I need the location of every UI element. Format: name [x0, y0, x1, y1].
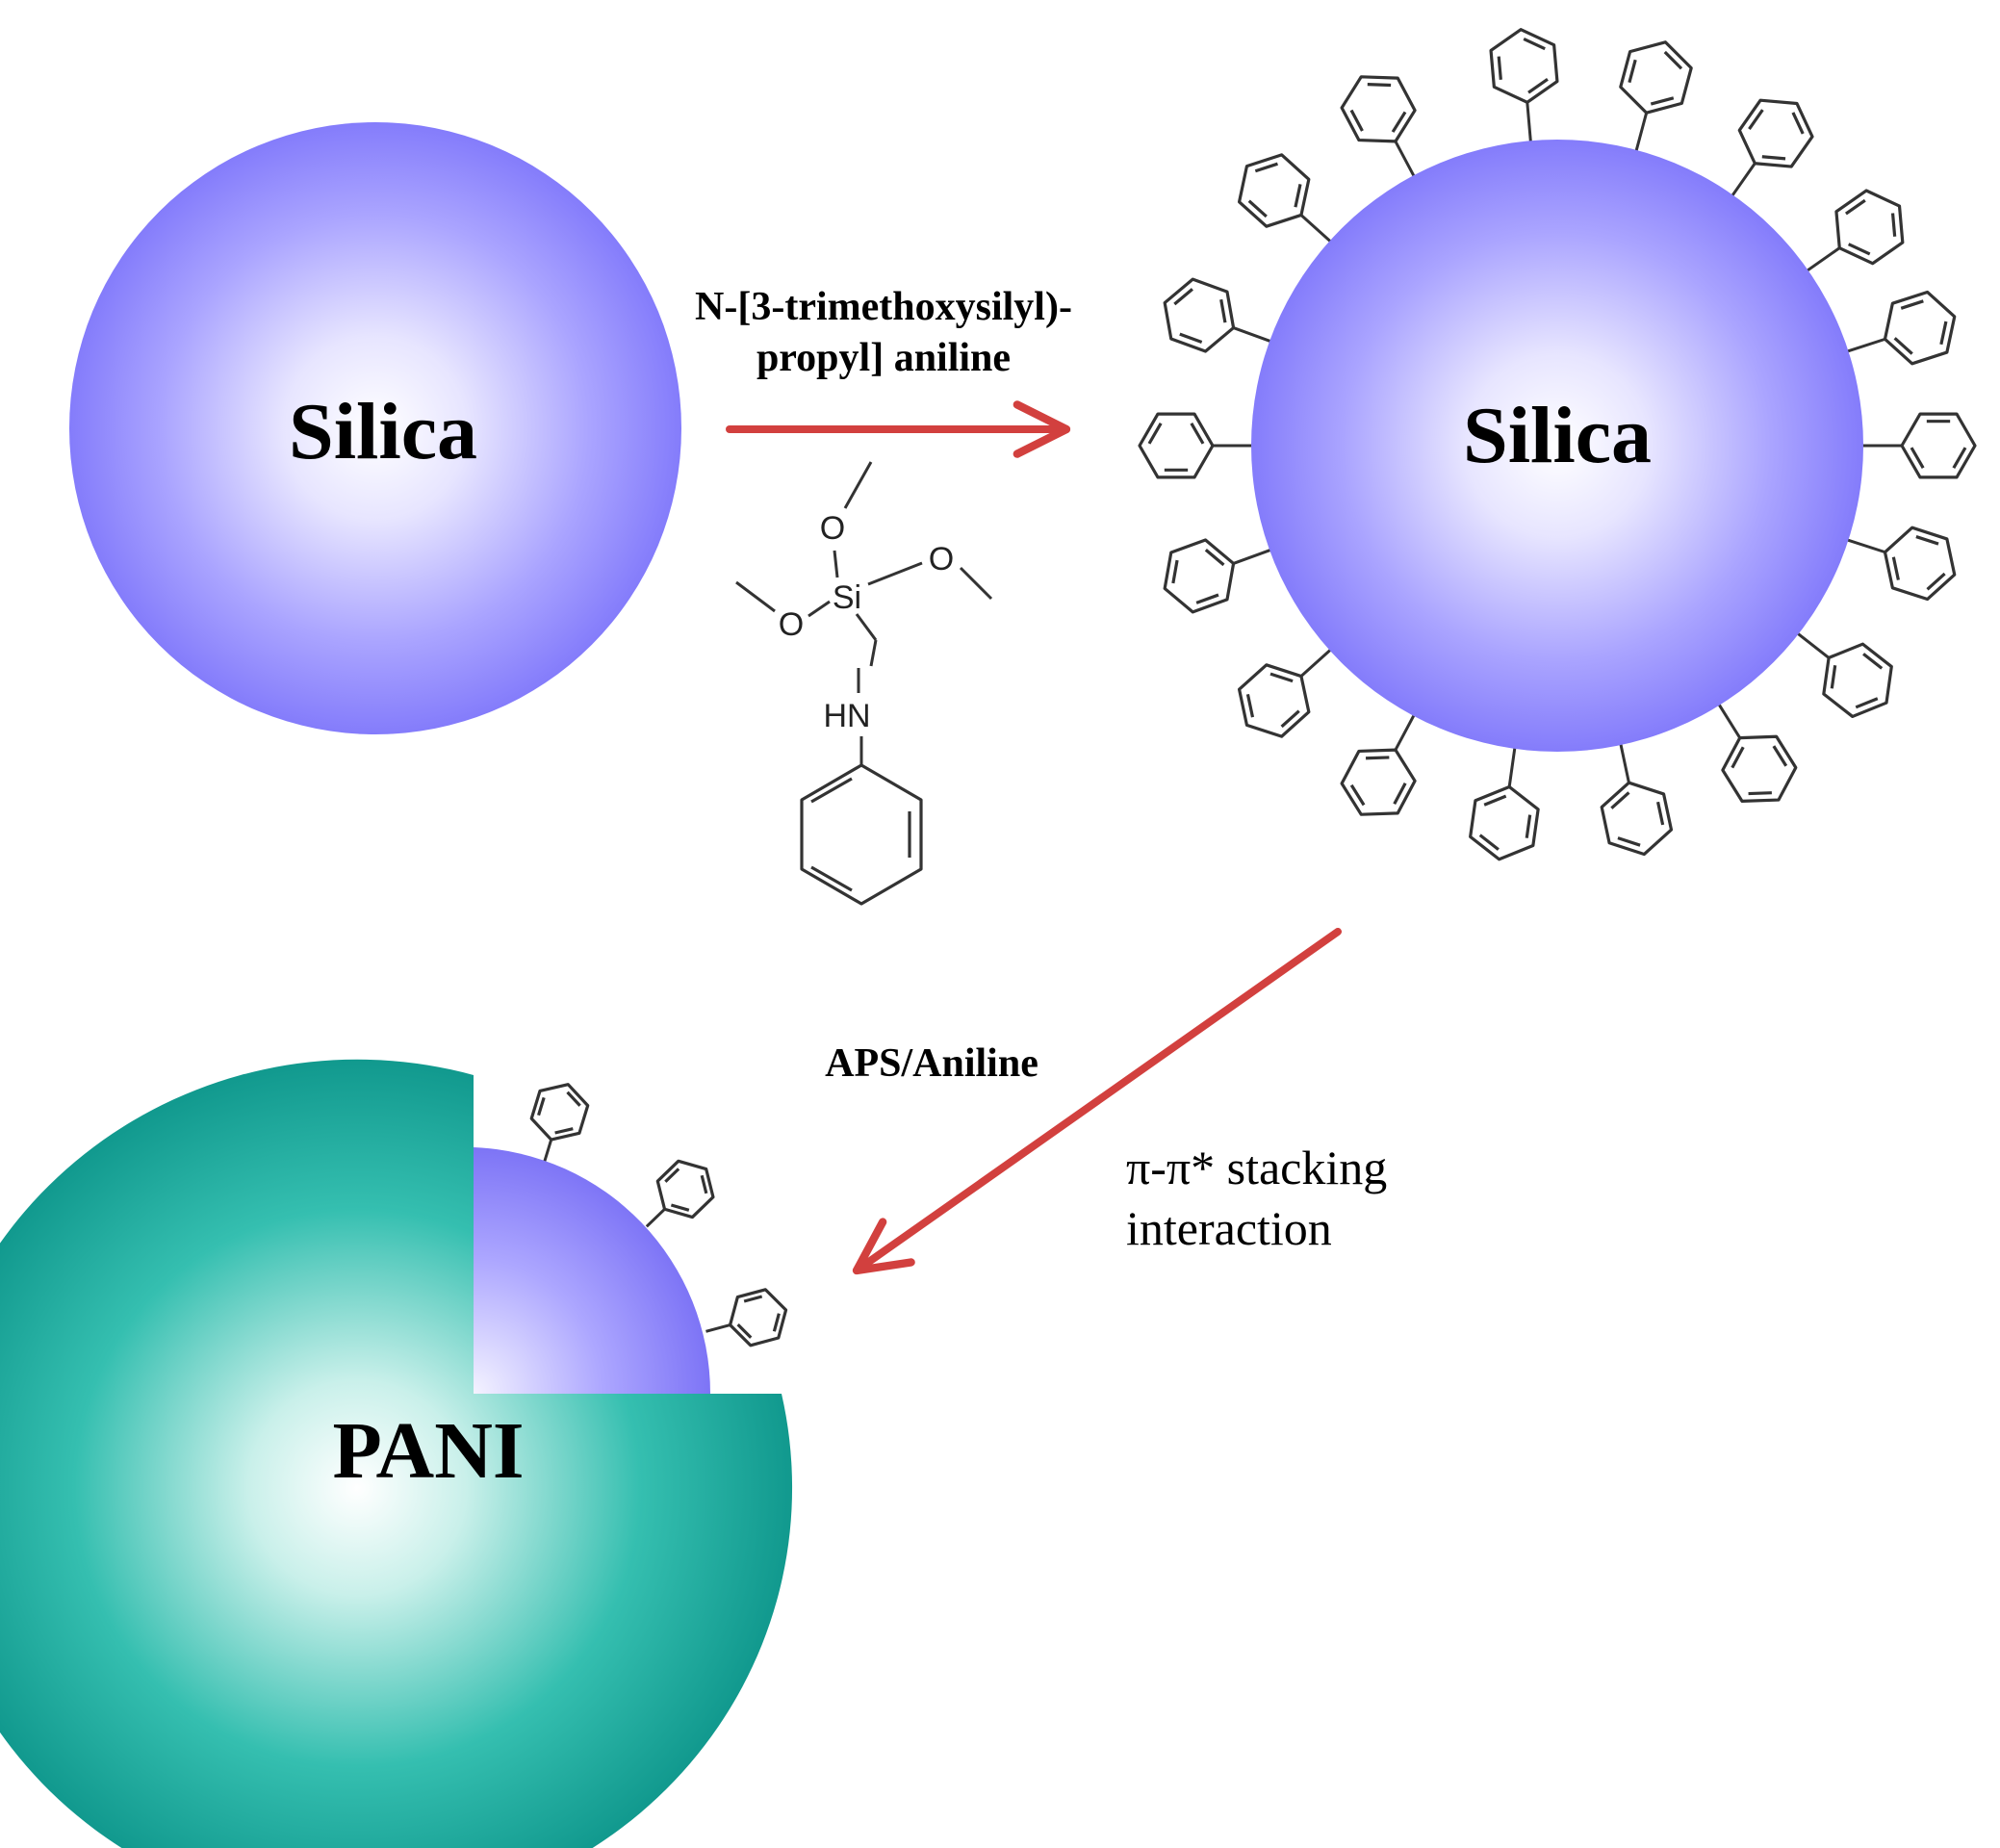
- pani-coated-particle: PANI: [0, 1059, 793, 1848]
- silica-core-exposed: [474, 1147, 711, 1394]
- molecule-o-top: O: [820, 510, 845, 547]
- phenyl-group: [1237, 645, 1336, 738]
- phenyl-group: [645, 1159, 715, 1228]
- phenyl-group: [1489, 28, 1559, 147]
- molecule-o-left: O: [779, 606, 804, 643]
- reaction-arrow-2: [852, 928, 1342, 1275]
- phenyl-group: [1340, 75, 1418, 182]
- phenyl-group: [1163, 277, 1276, 353]
- phenyl-group: [529, 1083, 590, 1165]
- phenyl-group: [1237, 153, 1336, 246]
- phenyl-group: [1163, 538, 1276, 614]
- phenyl-substituents-right: [1138, 28, 1977, 861]
- molecule-benzene-ring: [800, 763, 923, 906]
- phenyl-group: [705, 1288, 788, 1348]
- silica-right-label: Silica: [1463, 391, 1652, 480]
- phenyl-group: [1600, 738, 1674, 857]
- stacking-label-line2: interaction: [1126, 1201, 1332, 1255]
- molecule-hn: HN: [823, 698, 870, 734]
- molecule-si: Si: [833, 579, 861, 616]
- silica-particle-left: Silica: [69, 122, 681, 734]
- phenyl-group: [1842, 290, 1957, 366]
- aps-aniline-label: APS/Aniline: [825, 1041, 1038, 1086]
- molecule-o-right: O: [929, 541, 954, 578]
- pani-label: PANI: [332, 1406, 524, 1496]
- phenyl-group: [1792, 629, 1893, 719]
- silane-molecule: O Si O O HN: [735, 461, 993, 906]
- reagent-name-line1: N-[3-trimethoxysilyl)-: [695, 285, 1072, 329]
- phenyl-group: [1469, 742, 1540, 861]
- reagent-name-line2: propyl] aniline: [756, 336, 1011, 380]
- silica-left-label: Silica: [289, 387, 477, 476]
- stacking-label-line1: π-π* stacking: [1126, 1141, 1387, 1194]
- phenyl-group: [1802, 189, 1905, 275]
- functionalized-silica-particle: Silica: [1138, 28, 1977, 861]
- phenyl-group: [1842, 526, 1957, 602]
- reaction-step-1: N-[3-trimethoxysilyl)- propyl] aniline: [695, 285, 1072, 458]
- phenyl-group: [1138, 412, 1257, 479]
- phenyl-group: [1715, 699, 1798, 803]
- phenyl-group: [1728, 98, 1814, 201]
- phenyl-substituents-core: [529, 1083, 788, 1348]
- phenyl-group: [1619, 40, 1693, 157]
- phenyl-group: [1858, 412, 1977, 479]
- reaction-step-2: APS/Aniline π-π* stacking interaction: [825, 928, 1387, 1275]
- phenyl-group: [1340, 709, 1418, 816]
- pani-shell: [0, 1059, 793, 1848]
